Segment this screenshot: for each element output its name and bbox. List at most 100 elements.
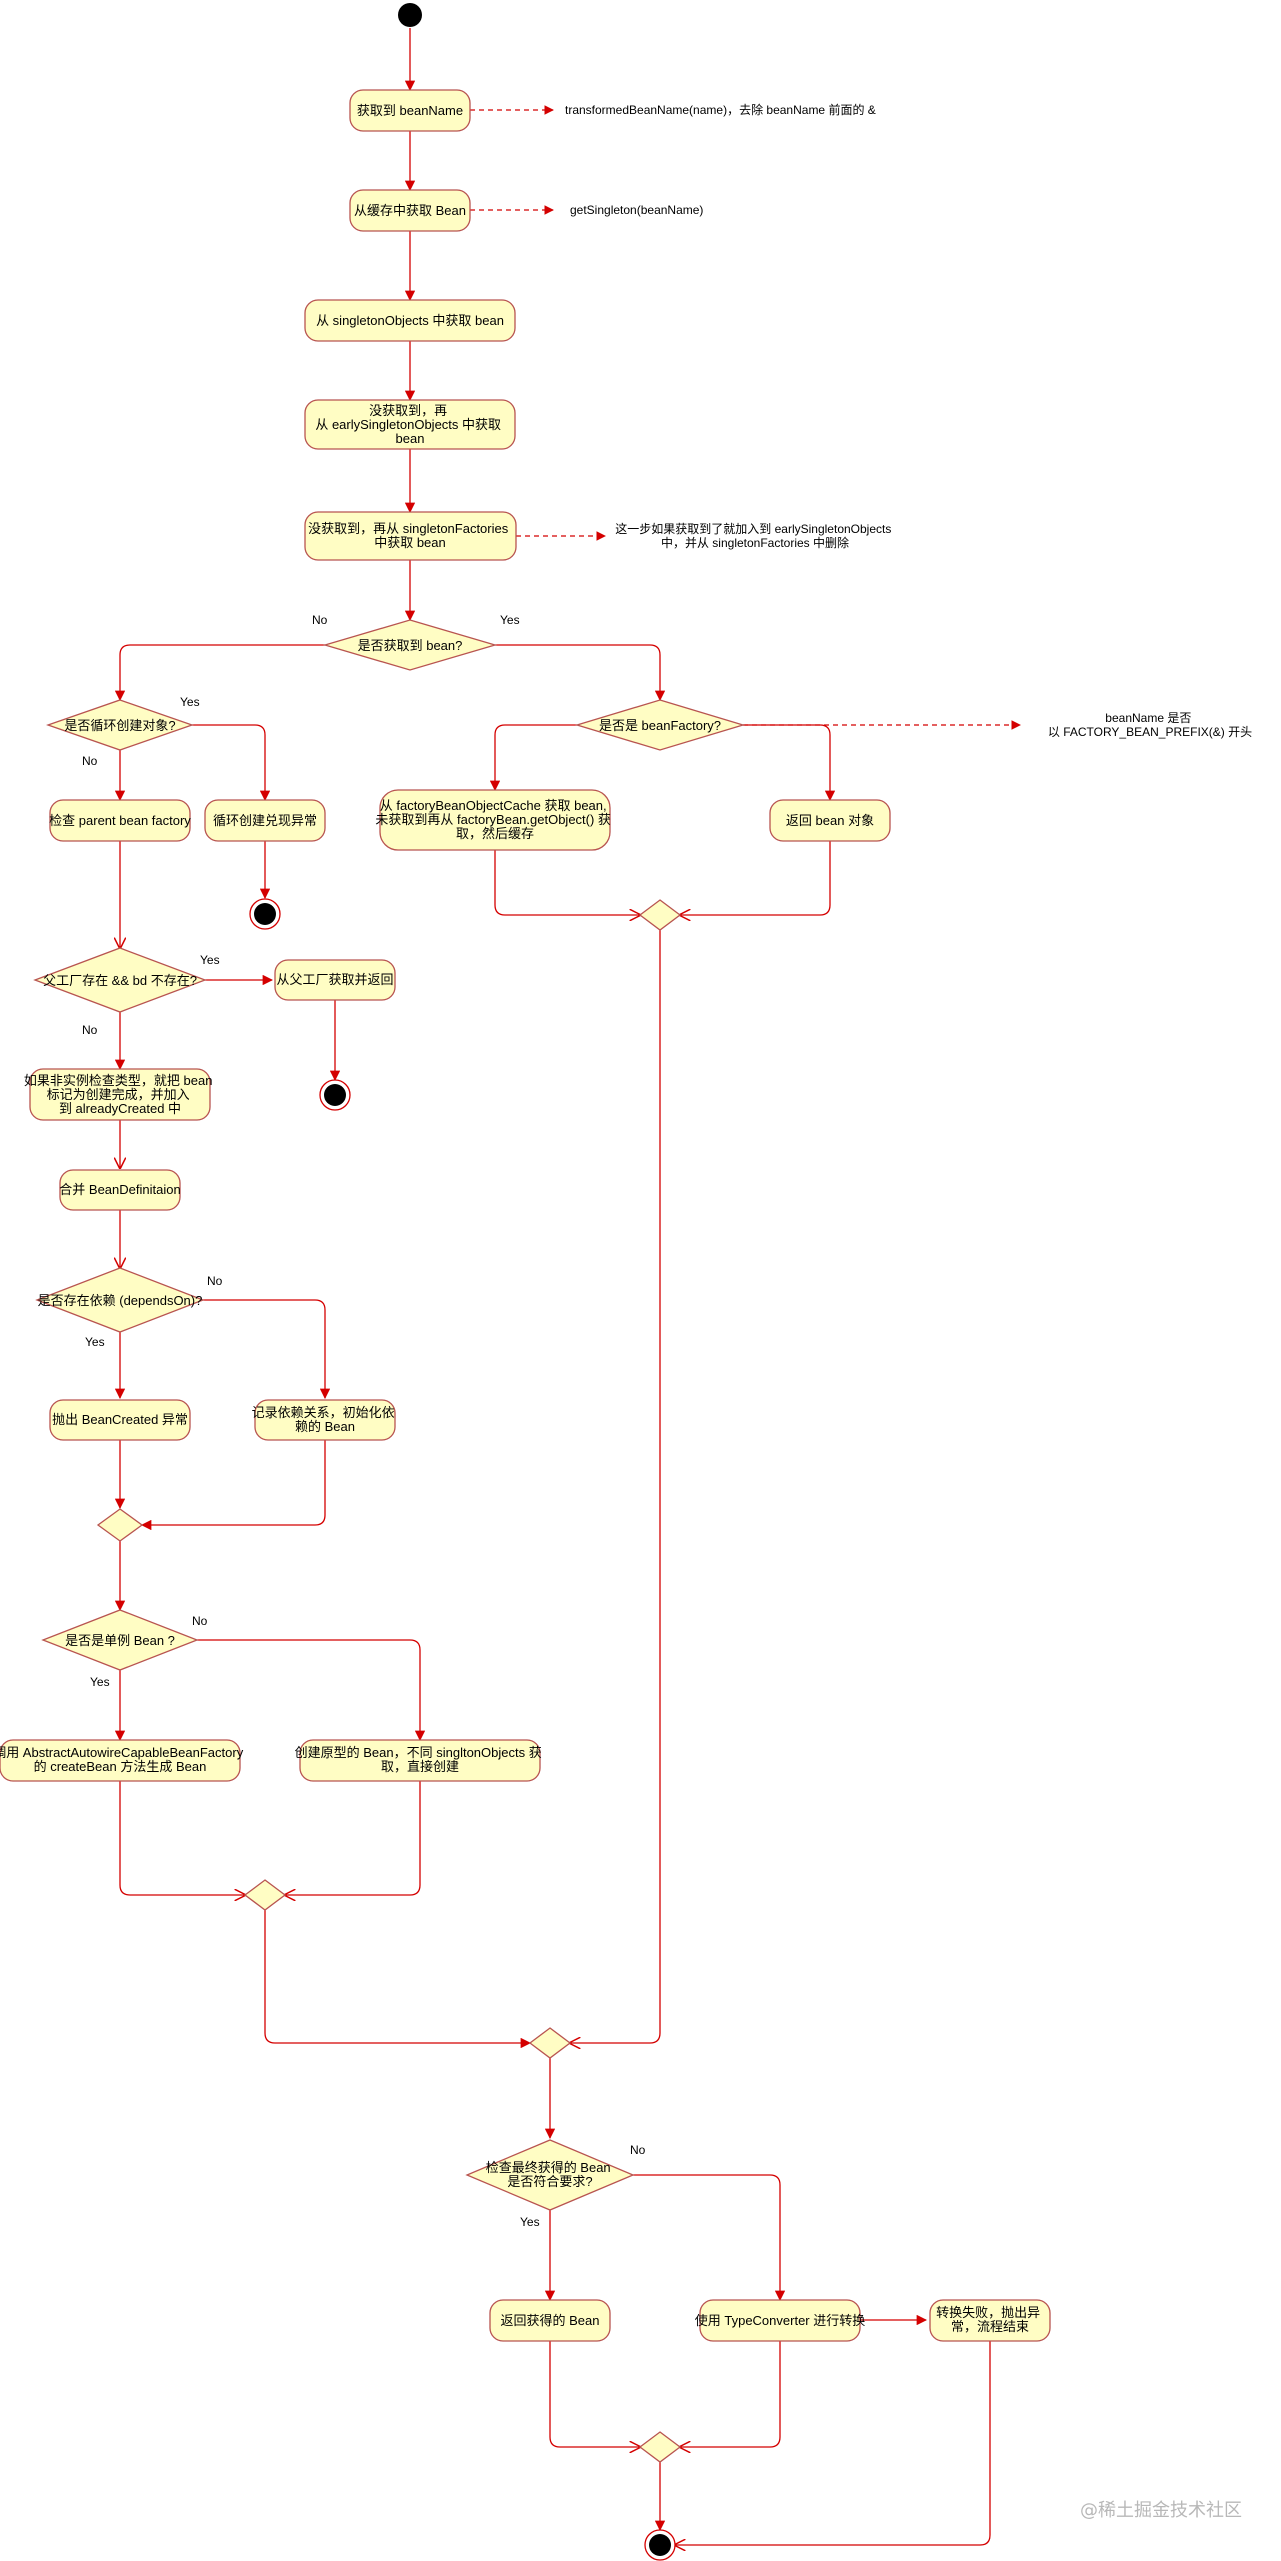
edge-create-to-merge3 (119, 1781, 245, 1895)
edge-gotbean-no (114, 644, 325, 702)
node-circular-exception-label: 循环创建兑现异常 (213, 813, 317, 828)
merge-scope (243, 1879, 287, 1911)
node-check-parent-label: 检查 parent bean factory (49, 813, 191, 828)
node-early-singleton-line-1: 没获取到，再 (369, 403, 447, 418)
node-singleton-objects-label: 从 singletonObjects 中获取 bean (316, 313, 504, 328)
node-call-create-bean: 调用 AbstractAutowireCapableBeanFactory 的 … (0, 1739, 247, 1782)
node-return-bean-obj: 返回 bean 对象 (769, 799, 891, 842)
label-parent-yes: Yes (200, 953, 220, 967)
node-get-from-cache: 从缓存中获取 Bean (349, 189, 471, 232)
merge-depends (96, 1508, 144, 1542)
note-prefix-line-1: beanName 是否 (1105, 711, 1191, 725)
node-early-singleton: 没获取到，再 从 earlySingletonObjects 中获取 bean (304, 399, 516, 450)
label-circular-yes: Yes (180, 695, 200, 709)
label-circular-no: No (82, 754, 98, 768)
edge-depends-no (203, 1299, 331, 1400)
node-factory-cache-line-1: 从 factoryBeanObjectCache 获取 bean, (380, 798, 607, 813)
node-factory-cache-label: 从 factoryBeanObjectCache 获取 bean, 未获取到再从… (375, 798, 614, 841)
decision-check-type: 检查最终获得的 Bean 是否符合要求? (465, 2139, 635, 2211)
decision-depends: 是否存在依赖 (dependsOn)? (35, 1267, 205, 1333)
node-singleton-factories-label: 没获取到，再从 singletonFactories 中获取 bean (308, 521, 512, 550)
end-node-final (644, 2529, 676, 2561)
label-depends-no: No (207, 1274, 223, 1288)
decision-is-factory-label: 是否是 beanFactory? (599, 718, 721, 733)
decision-is-singleton-label: 是否是单例 Bean ? (65, 1633, 175, 1648)
decision-check-type-label: 检查最终获得的 Bean 是否符合要求? (486, 2160, 615, 2189)
label-check-no: No (630, 2143, 646, 2157)
node-get-bean-name: 获取到 beanName (349, 89, 471, 132)
node-singleton-objects: 从 singletonObjects 中获取 bean (304, 299, 516, 342)
node-type-converter: 使用 TypeConverter 进行转换 (695, 2299, 866, 2342)
decision-is-factory: 是否是 beanFactory? (574, 699, 746, 751)
label-parent-no: No (82, 1023, 98, 1037)
node-convert-failed-line-2: 常，流程结束 (951, 2319, 1029, 2334)
merge-last (638, 2431, 682, 2463)
merge-final (528, 2027, 572, 2059)
decision-parent-exists: 父工厂存在 && bd 不存在? (33, 947, 207, 1013)
node-call-create-bean-label: 调用 AbstractAutowireCapableBeanFactory 的 … (0, 1745, 247, 1774)
node-mark-created: 如果非实例检查类型，就把 bean 标记为创建完成，并加入 到 alreadyC… (24, 1068, 212, 1121)
node-early-singleton-line-2: 从 earlySingletonObjects 中获取 (315, 417, 501, 432)
edge-fail-to-end (675, 2341, 991, 2545)
decision-is-circular-label: 是否循环创建对象? (64, 718, 175, 733)
note-early-add-line-2: 中，并从 singletonFactories 中删除 (661, 535, 849, 550)
node-return-bean-obj-label: 返回 bean 对象 (786, 813, 874, 828)
node-from-parent-label: 从父工厂获取并返回 (276, 972, 393, 987)
edge-prototype-to-merge3 (285, 1781, 421, 1895)
node-create-prototype-label: 创建原型的 Bean，不同 singltonObjects 获 取，直接创建 (295, 1745, 546, 1774)
decision-is-circular: 是否循环创建对象? (46, 699, 194, 751)
node-singleton-factories: 没获取到，再从 singletonFactories 中获取 bean (304, 511, 517, 561)
node-circular-exception: 循环创建兑现异常 (204, 799, 326, 842)
note-get-singleton: getSingleton(beanName) (570, 203, 703, 217)
node-return-obtained-label: 返回获得的 Bean (501, 2313, 600, 2328)
edge-return-to-merge1 (680, 841, 831, 915)
label-check-yes: Yes (520, 2215, 540, 2229)
node-create-prototype: 创建原型的 Bean，不同 singltonObjects 获 取，直接创建 (295, 1739, 546, 1782)
node-throw-created: 抛出 BeanCreated 异常 (49, 1399, 191, 1441)
start-node (398, 3, 422, 27)
edge-factory-right (743, 724, 836, 802)
node-singleton-factories-line-1: 没获取到，再从 singletonFactories (308, 521, 509, 536)
node-get-bean-name-label: 获取到 beanName (357, 103, 463, 118)
decision-parent-exists-label: 父工厂存在 && bd 不存在? (43, 973, 197, 988)
label-singleton-yes: Yes (90, 1675, 110, 1689)
node-factory-cache-line-2: 未获取到再从 factoryBean.getObject() 获 (375, 812, 611, 827)
decision-check-type-line-2: 是否符合要求? (507, 2174, 592, 2189)
edge-merge3-to-merge-final (264, 1910, 532, 2049)
node-throw-created-label: 抛出 BeanCreated 异常 (52, 1412, 188, 1427)
node-record-deps-label: 记录依赖关系，初始化依 赖的 Bean (252, 1405, 399, 1434)
node-mark-created-line-2: 标记为创建完成，并加入 (47, 1087, 190, 1102)
end-node-parent (319, 1079, 351, 1111)
node-early-singleton-line-3: bean (396, 431, 425, 446)
node-mark-created-line-3: 到 alreadyCreated 中 (59, 1101, 181, 1116)
decision-got-bean-label: 是否获取到 bean? (358, 638, 463, 653)
node-factory-cache: 从 factoryBeanObjectCache 获取 bean, 未获取到再从… (375, 789, 614, 851)
note-early-add-line-1: 这一步如果获取到了就加入到 earlySingletonObjects (615, 521, 891, 536)
node-create-prototype-line-2: 取，直接创建 (381, 1759, 459, 1774)
edge-cache-to-merge1 (494, 850, 640, 915)
node-return-obtained: 返回获得的 Bean (489, 2299, 611, 2342)
node-convert-failed-label: 转换失败，抛出异 常，流程结束 (936, 2305, 1044, 2334)
label-depends-yes: Yes (85, 1335, 105, 1349)
node-from-parent: 从父工厂获取并返回 (274, 959, 396, 1001)
node-merge-bd: 合并 BeanDefinitaion (59, 1169, 181, 1211)
node-call-create-bean-line-1: 调用 AbstractAutowireCapableBeanFactory (0, 1745, 244, 1760)
node-record-deps: 记录依赖关系，初始化依 赖的 Bean (252, 1399, 399, 1441)
decision-got-bean: 是否获取到 bean? (322, 619, 498, 671)
label-gotbean-no: No (312, 613, 328, 627)
note-prefix: beanName 是否 以 FACTORY_BEAN_PREFIX(&) 开头 (1048, 711, 1252, 739)
watermark: @稀土掘金技术社区 (1080, 2500, 1242, 2521)
decision-check-type-line-1: 检查最终获得的 Bean (486, 2160, 611, 2175)
edge-factory-left (489, 724, 577, 792)
end-node-circular (249, 898, 281, 930)
label-singleton-no: No (192, 1614, 208, 1628)
node-create-prototype-line-1: 创建原型的 Bean，不同 singltonObjects 获 (295, 1745, 542, 1760)
node-record-deps-line-1: 记录依赖关系，初始化依 (252, 1405, 395, 1420)
decision-is-singleton: 是否是单例 Bean ? (41, 1609, 199, 1671)
edge-singleton-no (197, 1639, 426, 1742)
edge-record-to-merge2 (140, 1440, 326, 1531)
node-call-create-bean-line-2: 的 createBean 方法生成 Bean (34, 1759, 207, 1774)
node-convert-failed: 转换失败，抛出异 常，流程结束 (929, 2299, 1051, 2342)
node-type-converter-label: 使用 TypeConverter 进行转换 (695, 2313, 866, 2328)
